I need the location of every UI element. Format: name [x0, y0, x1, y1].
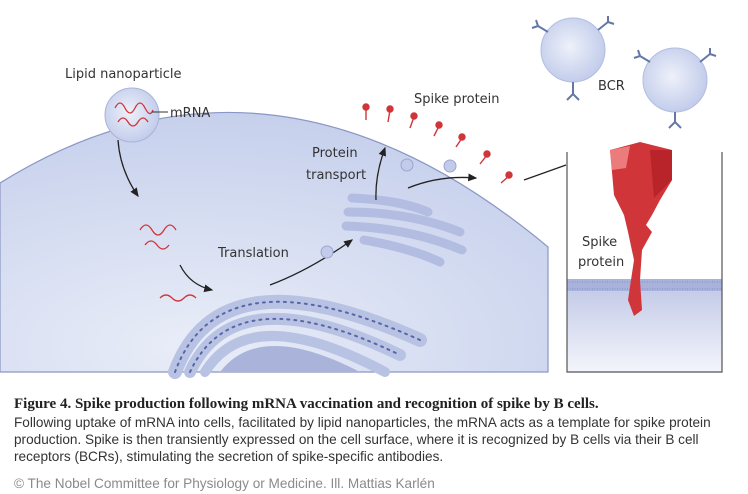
label-lipid-nanoparticle: Lipid nanoparticle: [65, 67, 182, 82]
label-mrna: mRNA: [170, 106, 210, 121]
bcr-receptors: [531, 16, 717, 129]
caption-title: Figure 4. Spike production following mRN…: [14, 396, 599, 412]
vesicles: [320, 158, 457, 259]
surface-spikes: [362, 103, 513, 184]
label-bcr: BCR: [598, 79, 625, 94]
endoplasmic-reticulum: [168, 294, 427, 379]
cell-body: [0, 111, 549, 373]
label-protein-transport-2: transport: [306, 168, 366, 183]
credit-line: © The Nobel Committee for Physiology or …: [14, 476, 435, 491]
process-arrows: [117, 139, 478, 293]
inset-panel: [566, 142, 723, 373]
label-spike-inset-2: protein: [578, 255, 624, 270]
caption-body: Following uptake of mRNA into cells, fac…: [14, 415, 711, 464]
label-translation: Translation: [217, 246, 289, 261]
released-mrna: [139, 224, 197, 302]
label-protein-transport-1: Protein: [312, 146, 358, 161]
lipid-nanoparticle: [104, 87, 160, 143]
label-spike-inset-1: Spike: [582, 235, 617, 250]
b-cell: [540, 17, 708, 113]
golgi-apparatus: [341, 193, 467, 267]
label-spike-protein: Spike protein: [414, 92, 500, 107]
inset-connector: [523, 164, 567, 181]
nucleus: [220, 346, 360, 372]
mrna-strand: [114, 102, 154, 127]
